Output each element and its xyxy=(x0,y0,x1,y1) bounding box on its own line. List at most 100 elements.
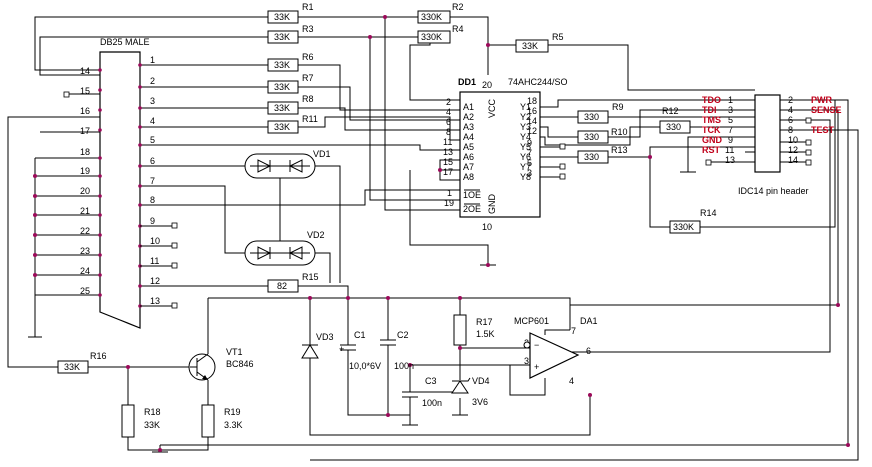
junctions xyxy=(33,15,850,452)
dd1-out-y1: Y1 xyxy=(520,102,531,112)
resistor-r16: 33K R16 xyxy=(57,351,107,374)
vd2-ref: VD2 xyxy=(307,230,325,240)
wiring xyxy=(7,16,859,461)
r19-value: 3.3K xyxy=(224,420,243,430)
dd1-in-pin-13: 13 xyxy=(443,147,453,157)
r5-value: 33K xyxy=(522,41,538,51)
db25-pin-15: 15 xyxy=(80,86,90,96)
dd1-nc-y5 xyxy=(559,143,566,150)
dd1-in-pin-15: 15 xyxy=(443,157,453,167)
resistor-r18: R18 33K xyxy=(121,404,161,438)
vt1-ref: VT1 xyxy=(226,347,243,357)
vd4-ref: VD4 xyxy=(472,376,490,386)
vd1-ref: VD1 xyxy=(313,149,331,159)
header-sig-tms: TMS xyxy=(702,115,721,125)
transistor-vt1: VT1 BC846 xyxy=(188,340,254,388)
dd1-input-pins: 2 4 6 8 11 13 15 17 xyxy=(443,97,453,177)
db25-pin-22: 22 xyxy=(80,226,90,236)
idc14-header: IDC14 pin header TDO TDI TMS TCK GND RST… xyxy=(702,94,842,196)
resistor-r7: 33K R7 xyxy=(267,73,314,94)
dd1-in-a7: A7 xyxy=(463,162,474,172)
r18-value: 33K xyxy=(144,420,160,430)
db25-pin-19: 19 xyxy=(80,166,90,176)
dd1-oe1: 1OE xyxy=(463,190,481,200)
header-right-signals: PWR SENSE TEST xyxy=(811,95,842,135)
header-sig-tdo: TDO xyxy=(702,95,721,105)
header-left-signals: TDO TDI TMS TCK GND RST xyxy=(702,95,723,155)
diode-vd3: VD3 xyxy=(301,332,334,365)
r2-ref: R2 xyxy=(452,2,464,12)
dd1-out-pin-3: 3 xyxy=(527,168,532,178)
dd1-out-y2: Y2 xyxy=(520,112,531,122)
resistor-r19: R19 3.3K xyxy=(201,404,243,438)
dd1-out-pin-16: 16 xyxy=(527,106,537,116)
header-pin-8: 8 xyxy=(788,125,793,135)
header-left-pins: 1 3 5 7 9 11 13 xyxy=(725,95,735,165)
resistor-r8: 33K R8 xyxy=(267,94,314,115)
dd1-in-a2: A2 xyxy=(463,112,474,122)
r6-ref: R6 xyxy=(302,52,314,62)
db25-pin-17: 17 xyxy=(80,126,90,136)
dd1-out-y8: Y8 xyxy=(520,172,531,182)
dd1-output-pins: 18 16 14 12 9 7 5 3 xyxy=(527,96,537,178)
c2-ref: C2 xyxy=(397,330,409,340)
r5-ref: R5 xyxy=(552,32,564,42)
resistor-r3: 33K R3 xyxy=(267,24,314,44)
dd1-buffer-ic: DD1 74AHC244/SO VCC GND 20 10 1OE 2OE 1 … xyxy=(443,77,568,232)
r16-ref: R16 xyxy=(90,351,107,361)
c3-ref: C3 xyxy=(425,376,437,386)
r16-value: 33K xyxy=(64,362,80,372)
header-sig-tck: TCK xyxy=(702,125,721,135)
dd1-gnd-pin: 10 xyxy=(482,222,492,232)
dd1-oe1-pin: 1 xyxy=(447,188,452,198)
r11-ref: R11 xyxy=(302,114,318,124)
resistor-r5: 33K R5 xyxy=(515,32,564,53)
dd1-input-labels: A1 A2 A3 A4 A5 A6 A7 A8 xyxy=(463,102,474,182)
r9-value: 330 xyxy=(584,112,599,122)
capacitor-c1: C1 10,0*6V + xyxy=(339,330,381,371)
header-nc-10 xyxy=(805,139,812,146)
db25-connector: DB25 MALE 14 15 16 17 18 19 20 21 22 23 … xyxy=(63,37,178,329)
r4-value: 330K xyxy=(421,32,442,42)
resistor-r9: 330 R9 xyxy=(577,102,624,124)
vt1-part: BC846 xyxy=(226,359,254,369)
dd1-vcc-label: VCC xyxy=(487,98,497,118)
dd1-in-pin-4: 4 xyxy=(446,107,451,117)
dd1-in-a4: A4 xyxy=(463,132,474,142)
db25-pin-4: 4 xyxy=(150,116,155,126)
diode-vd1: VD1 xyxy=(244,149,331,179)
header-pin-11: 11 xyxy=(725,145,734,155)
header-pin-10: 10 xyxy=(788,135,798,145)
header-pin-9: 9 xyxy=(728,135,733,145)
dd1-out-pin-5: 5 xyxy=(527,158,532,168)
resistor-r2: 330K R2 xyxy=(417,2,464,24)
r17-ref: R17 xyxy=(476,317,493,327)
resistor-r17: R17 1.5K xyxy=(453,314,495,346)
dd1-ref: DD1 xyxy=(458,77,476,87)
header-sig-rst: RST xyxy=(702,145,721,155)
header-pin-13: 13 xyxy=(725,155,735,165)
db25-pin-23: 23 xyxy=(80,246,90,256)
c1-polarity: + xyxy=(339,344,344,354)
db25-pin-9: 9 xyxy=(150,216,155,226)
r6-value: 33K xyxy=(274,60,290,70)
dd1-nc-y8 xyxy=(559,173,566,180)
resistor-r1: 33K R1 xyxy=(267,2,314,24)
header-pin-3: 3 xyxy=(728,105,733,115)
db25-pin-5: 5 xyxy=(150,135,155,145)
dd1-in-pin-11: 11 xyxy=(443,137,452,147)
dd1-oe2: 2OE xyxy=(463,204,481,214)
r13-ref: R13 xyxy=(611,145,628,155)
r4-ref: R4 xyxy=(452,24,464,34)
r10-value: 330 xyxy=(584,132,599,142)
header-nc-6 xyxy=(805,117,812,124)
da1-part: MCP601 xyxy=(514,316,549,326)
dd1-out-y3: Y3 xyxy=(520,122,531,132)
db25-pin-20: 20 xyxy=(80,186,90,196)
db25-pin-3: 3 xyxy=(150,96,155,106)
header-pin-14: 14 xyxy=(788,155,798,165)
db25-pin-14: 14 xyxy=(80,66,90,76)
r3-value: 33K xyxy=(274,32,290,42)
r3-ref: R3 xyxy=(302,24,314,34)
